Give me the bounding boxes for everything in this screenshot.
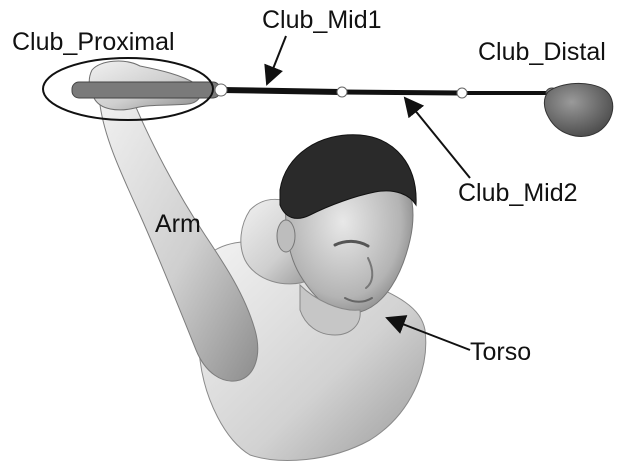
club-mid2-arrow <box>405 98 470 178</box>
joint-marker-3 <box>457 88 467 98</box>
club-shaft-segment-1 <box>222 90 340 92</box>
joint-marker-2 <box>337 87 347 97</box>
label-club-mid1: Club_Mid1 <box>262 8 382 33</box>
joint-marker-1 <box>215 84 227 96</box>
club-mid1-arrow <box>267 36 286 84</box>
label-torso: Torso <box>470 340 531 365</box>
club-head <box>544 83 612 136</box>
label-club-distal: Club_Distal <box>478 40 606 65</box>
club-grip <box>72 82 220 98</box>
label-club-mid2: Club_Mid2 <box>458 181 578 206</box>
ear-shape <box>277 220 295 252</box>
label-arm: Arm <box>155 212 201 237</box>
club-shaft-segment-2 <box>343 92 460 93</box>
arm-shape <box>100 98 258 382</box>
label-club-proximal: Club_Proximal <box>12 30 175 55</box>
